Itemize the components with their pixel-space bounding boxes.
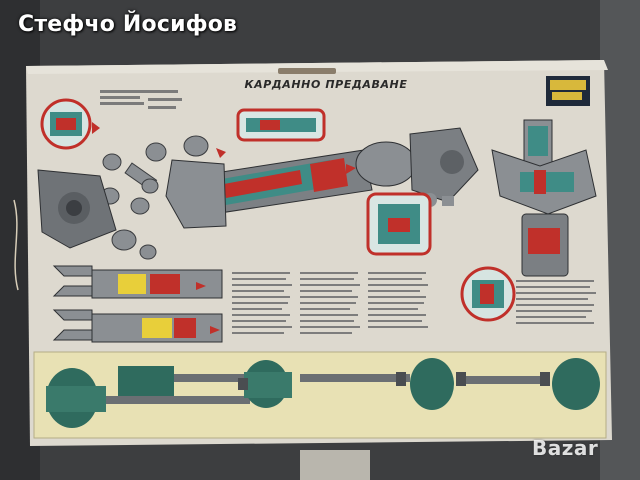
floor-stand — [300, 450, 370, 480]
spider-cutaway — [491, 119, 597, 277]
arrow-icon — [92, 122, 356, 174]
poster-title: КАРДАННО ПРЕДАВАНЕ — [244, 78, 408, 91]
circle-inset-lower — [460, 266, 516, 322]
poster — [26, 60, 612, 446]
yoke-left — [37, 169, 117, 249]
slip-yoke-main — [165, 159, 227, 229]
hanging-string — [13, 199, 19, 291]
slip-joint-diagram-2 — [52, 309, 223, 343]
circle-inset-icon — [40, 98, 92, 150]
exploded-parts-left — [100, 135, 209, 260]
slip-joint-diagram-1 — [52, 265, 223, 299]
emblem-icon — [546, 76, 590, 106]
bearing-inset-center — [366, 192, 432, 256]
legend-top-left — [100, 90, 182, 109]
author-watermark: Стефчо Йосифов — [18, 12, 238, 37]
brand-logo: Bazar — [532, 436, 599, 460]
legend-columns — [232, 272, 596, 334]
yoke-right-main — [355, 127, 479, 207]
drivetrain-panel — [33, 351, 607, 439]
detail-inset-top — [236, 108, 326, 142]
poster-hook — [278, 68, 336, 74]
